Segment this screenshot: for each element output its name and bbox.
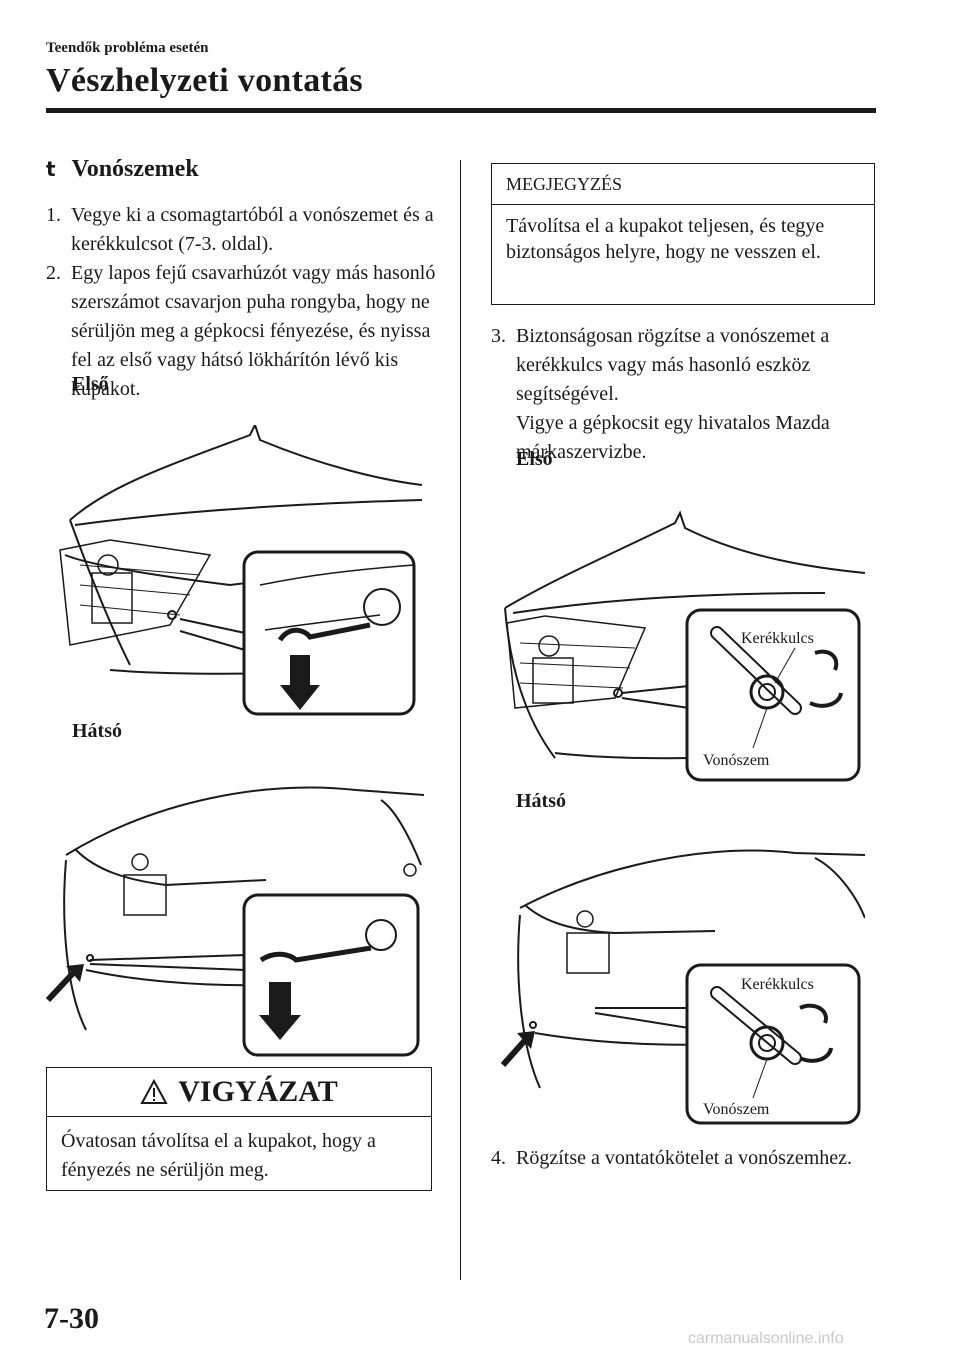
watermark: carmanualsonline.info (688, 1330, 844, 1347)
column-divider (460, 160, 461, 1280)
wrench-callout-front: Kerékkulcs (741, 630, 814, 647)
wrench-callout-rear: Kerékkulcs (741, 976, 814, 993)
step-4-number: 4. (491, 1147, 506, 1169)
caution-header: VIGYÁZAT (47, 1068, 431, 1117)
section-title: Vonószemek (71, 156, 199, 182)
step-3-number: 3. (491, 325, 506, 347)
note-box: MEGJEGYZÉS Távolítsa el a kupakot teljes… (491, 163, 875, 305)
step-4: 4. Rögzítse a vontatókötelet a vonószemh… (491, 1144, 876, 1173)
rear-label-left: Hátsó (72, 720, 122, 742)
step-1: 1. Vegye ki a csomagtartóból a vonószeme… (46, 201, 446, 259)
section-bullet: t (46, 157, 56, 181)
page-title: Vészhelyzeti vontatás (46, 62, 363, 99)
rear-label-right: Hátsó (516, 790, 566, 812)
step-3: 3. Biztonságosan rögzítse a vonószemet a… (491, 322, 876, 467)
towing-eye-callout-front: Vonószem (703, 752, 770, 769)
caution-text: Óvatosan távolítsa el a kupakot, hogy a … (61, 1130, 376, 1181)
header-rule (46, 108, 876, 113)
note-title: MEGJEGYZÉS (492, 164, 874, 205)
towing-eye-callout-rear: Vonószem (703, 1101, 770, 1118)
front-towing-eye-wrench-illustration: Kerékkulcs Vonószem (504, 510, 865, 782)
breadcrumb: Teendők probléma esetén (46, 40, 209, 56)
caution-title: VIGYÁZAT (178, 1075, 338, 1108)
step-1-text: Vegye ki a csomagtartóból a vonószemet é… (71, 204, 434, 255)
note-text: Távolítsa el a kupakot teljesen, és tegy… (506, 215, 825, 263)
step-1-number: 1. (46, 204, 61, 226)
rear-bumper-cap-illustration (45, 786, 424, 1057)
rear-towing-eye-wrench-illustration: Kerékkulcs Vonószem (500, 849, 865, 1125)
step-3-text: Biztonságosan rögzítse a vonószemet a ke… (516, 325, 830, 405)
front-bumper-cap-illustration (59, 425, 422, 716)
front-label-right: Első (516, 448, 553, 470)
warning-icon (140, 1079, 168, 1104)
page-number: 7-30 (44, 1302, 99, 1335)
caution-box: VIGYÁZAT Óvatosan távolítsa el a kupakot… (46, 1067, 432, 1191)
step-2: 2. Egy lapos fejű csavarhúzót vagy más h… (46, 259, 446, 404)
front-label-left: Első (72, 373, 109, 395)
step-4-text: Rögzítse a vontatókötelet a vonószemhez. (516, 1147, 853, 1169)
step-2-text: Egy lapos fejű csavarhúzót vagy más haso… (71, 262, 436, 400)
step-2-number: 2. (46, 262, 61, 284)
section-heading: t Vonószemek (46, 156, 199, 183)
step-3-text-2: Vigye a gépkocsit egy hivatalos Mazda má… (516, 412, 830, 463)
